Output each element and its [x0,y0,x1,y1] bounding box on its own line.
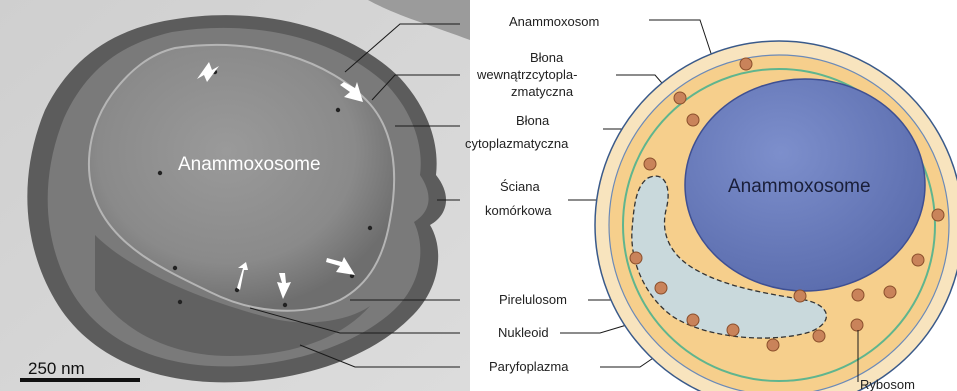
ribosome-icon [767,339,779,351]
label-blona-wewn-1: Błona [530,50,564,65]
ribosome-icon [674,92,686,104]
em-anammoxosome-title: Anammoxosome [178,154,321,175]
label-sciana-2: komórkowa [485,203,552,218]
em-ribosome-dot [283,303,287,307]
label-nukleoid: Nukleoid [498,325,549,340]
label-blona-cyto-2: cytoplazmatyczna [465,136,569,151]
ribosome-icon [655,282,667,294]
label-blona-cyto-1: Błona [516,113,550,128]
em-ribosome-dot [173,266,177,270]
ribosome-icon [794,290,806,302]
label-rybosom: Rybosom [860,377,915,391]
ribosome-icon [884,286,896,298]
label-blona-wewn-2: wewnątrzcytopla- [476,67,577,82]
em-ribosome-dot [158,171,162,175]
scale-bar-label: 250 nm [28,359,85,378]
label-blona-wewn-3: zmatyczna [511,84,574,99]
ribosome-icon [727,324,739,336]
ribosome-icon [687,314,699,326]
label-paryfoplazma: Paryfoplazma [489,359,569,374]
em-ribosome-dot [178,300,182,304]
ribosome-icon [851,319,863,331]
ribosome-icon [932,209,944,221]
ribosome-icon [912,254,924,266]
label-pirelulosom: Pirelulosom [499,292,567,307]
ribosome-icon [644,158,656,170]
label-sciana-1: Ściana [500,179,541,194]
em-ribosome-dot [336,108,340,112]
schematic-anammoxosome-title: Anammoxosome [728,176,871,197]
cell-schematic: Anammoxosome Rybosom [595,41,957,391]
em-ribosome-dot [368,226,372,230]
label-anammoxosom: Anammoxosom [509,14,599,29]
ribosome-icon [740,58,752,70]
ribosome-icon [813,330,825,342]
ribosome-icon [630,252,642,264]
ribosome-icon [687,114,699,126]
electron-micrograph: Anammoxosome 250 nm [0,0,470,391]
scale-bar [20,378,140,382]
ribosome-icon [852,289,864,301]
